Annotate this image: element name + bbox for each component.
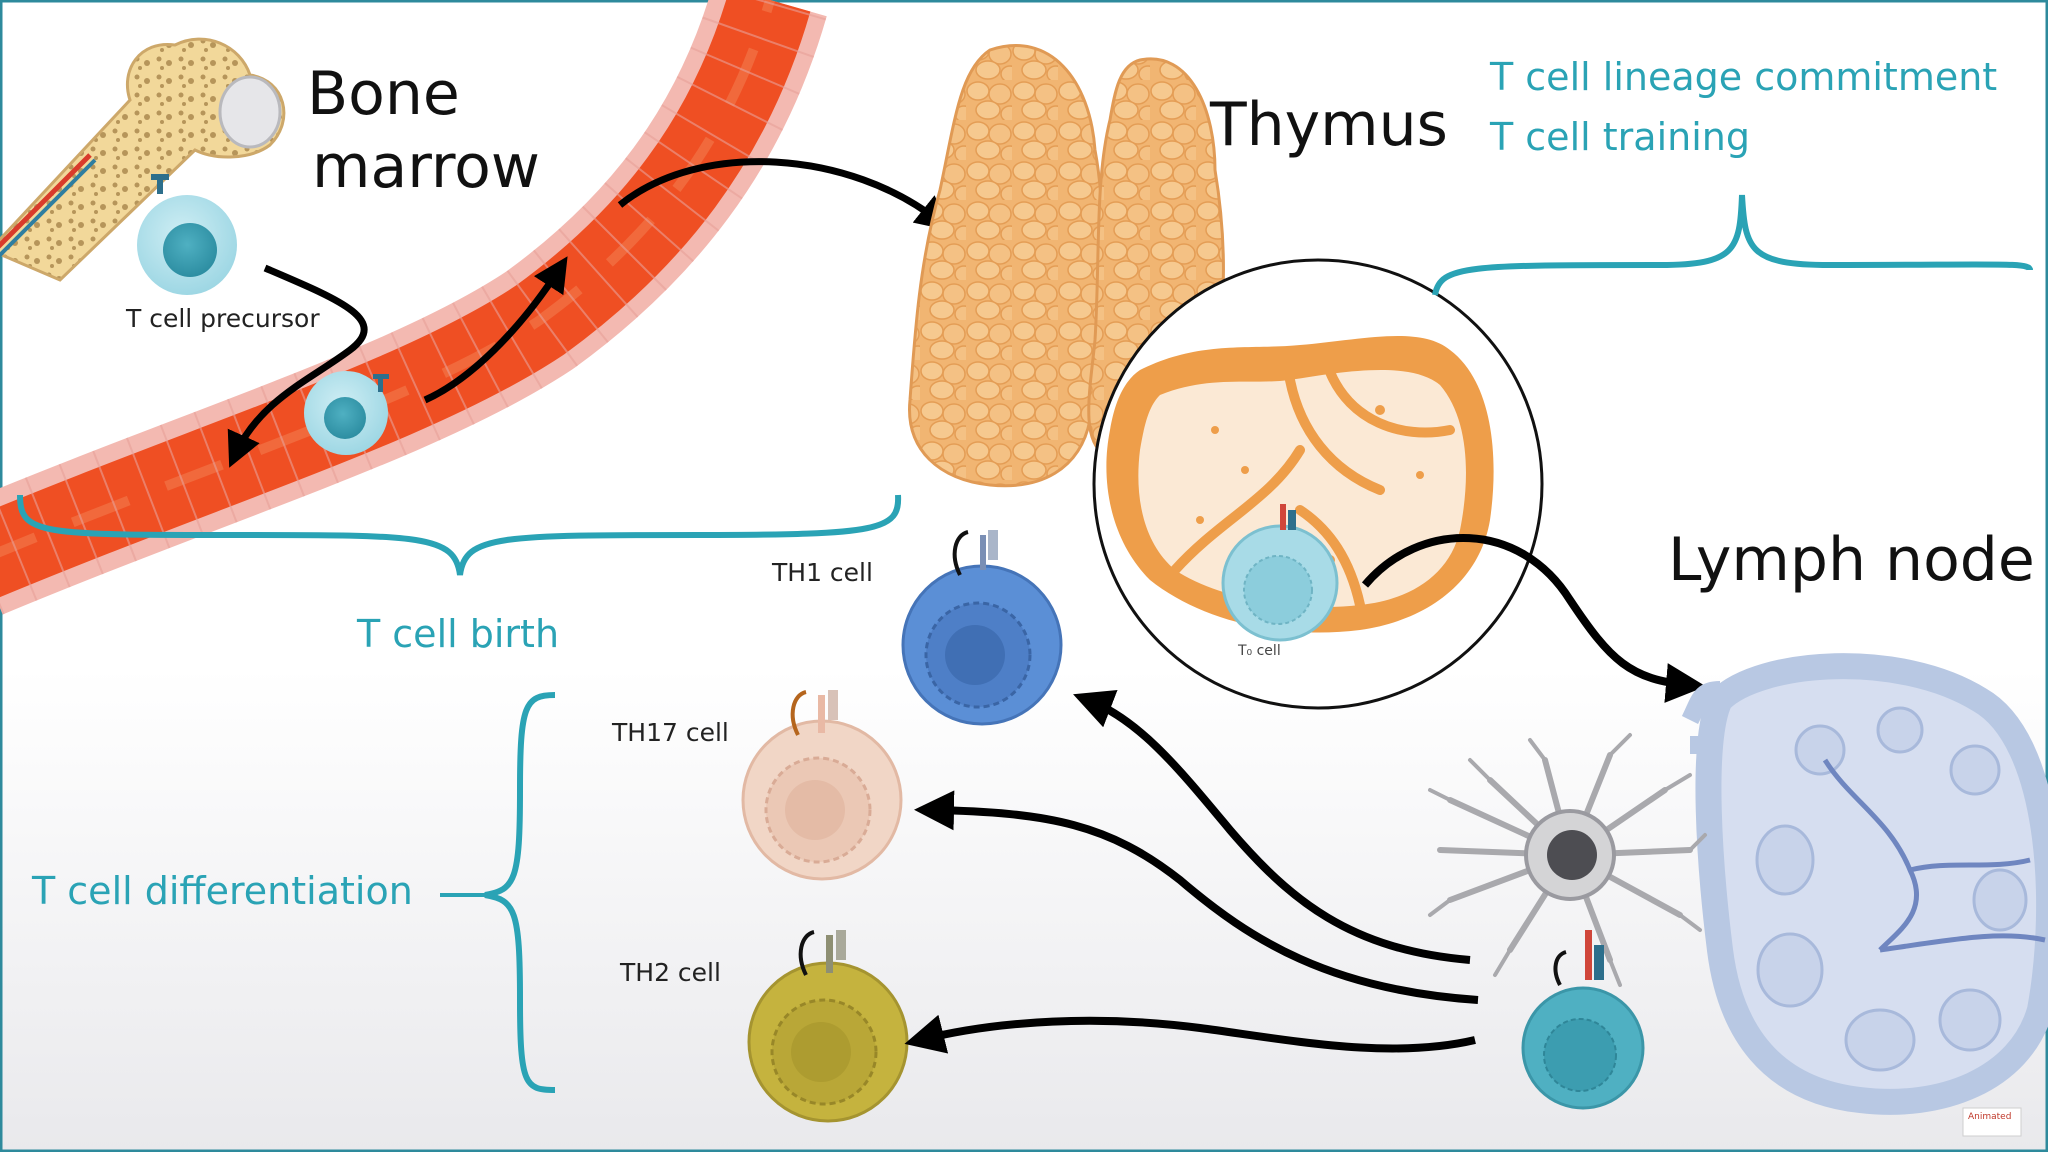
- lymph-node-label: Lymph node: [1668, 525, 2035, 595]
- th17-cell: [741, 690, 903, 881]
- bone-marrow-label-2: marrow: [312, 132, 540, 202]
- blood-vessel: [0, 0, 827, 615]
- th1-label: TH1 cell: [772, 558, 873, 587]
- th17-label: TH17 cell: [612, 718, 729, 747]
- precursor-label: T cell precursor: [126, 304, 320, 333]
- arrow-to-th2: [904, 1014, 1476, 1054]
- watermark-text: Animated: [1968, 1112, 2012, 1122]
- lineage-commitment-label: T cell lineage commitment: [1490, 55, 1998, 99]
- arrow-thymus-to-lymph-node: [1361, 533, 1706, 703]
- arrow-to-thymus: [617, 158, 951, 231]
- thymus-lobule-zoom: [1092, 258, 1544, 710]
- training-label: T cell training: [1490, 115, 1750, 159]
- thymocyte-cell: [1221, 504, 1339, 642]
- training-brace: [1432, 194, 2033, 296]
- th2-label: TH2 cell: [620, 958, 721, 987]
- t-cell-precursor: [137, 174, 237, 295]
- birth-brace: [17, 494, 902, 576]
- thymus-label: Thymus: [1210, 90, 1448, 160]
- arrow-precursor-to-vessel: [227, 264, 368, 468]
- bone-illustration: [0, 37, 286, 282]
- th2-cell: [747, 930, 909, 1123]
- naive-t-cell: [1521, 930, 1645, 1110]
- bone-marrow-label-1: Bone: [307, 59, 460, 129]
- dendritic-cell: [1428, 733, 1707, 987]
- watermark-logo: [1962, 1107, 2022, 1137]
- lymph-node-illustration: [1681, 653, 2048, 1115]
- th1-cell: [901, 530, 1063, 726]
- thymocyte-label: T₀ cell: [1238, 643, 1281, 659]
- arrow-to-th1: [1073, 689, 1471, 964]
- arrow-vessel-up: [423, 256, 568, 404]
- birth-label: T cell birth: [357, 612, 560, 656]
- differentiation-brace: [484, 692, 556, 1093]
- differentiation-label: T cell differentiation: [32, 869, 413, 913]
- arrow-to-th17: [914, 790, 1479, 1004]
- vessel-t-cell: [304, 371, 389, 455]
